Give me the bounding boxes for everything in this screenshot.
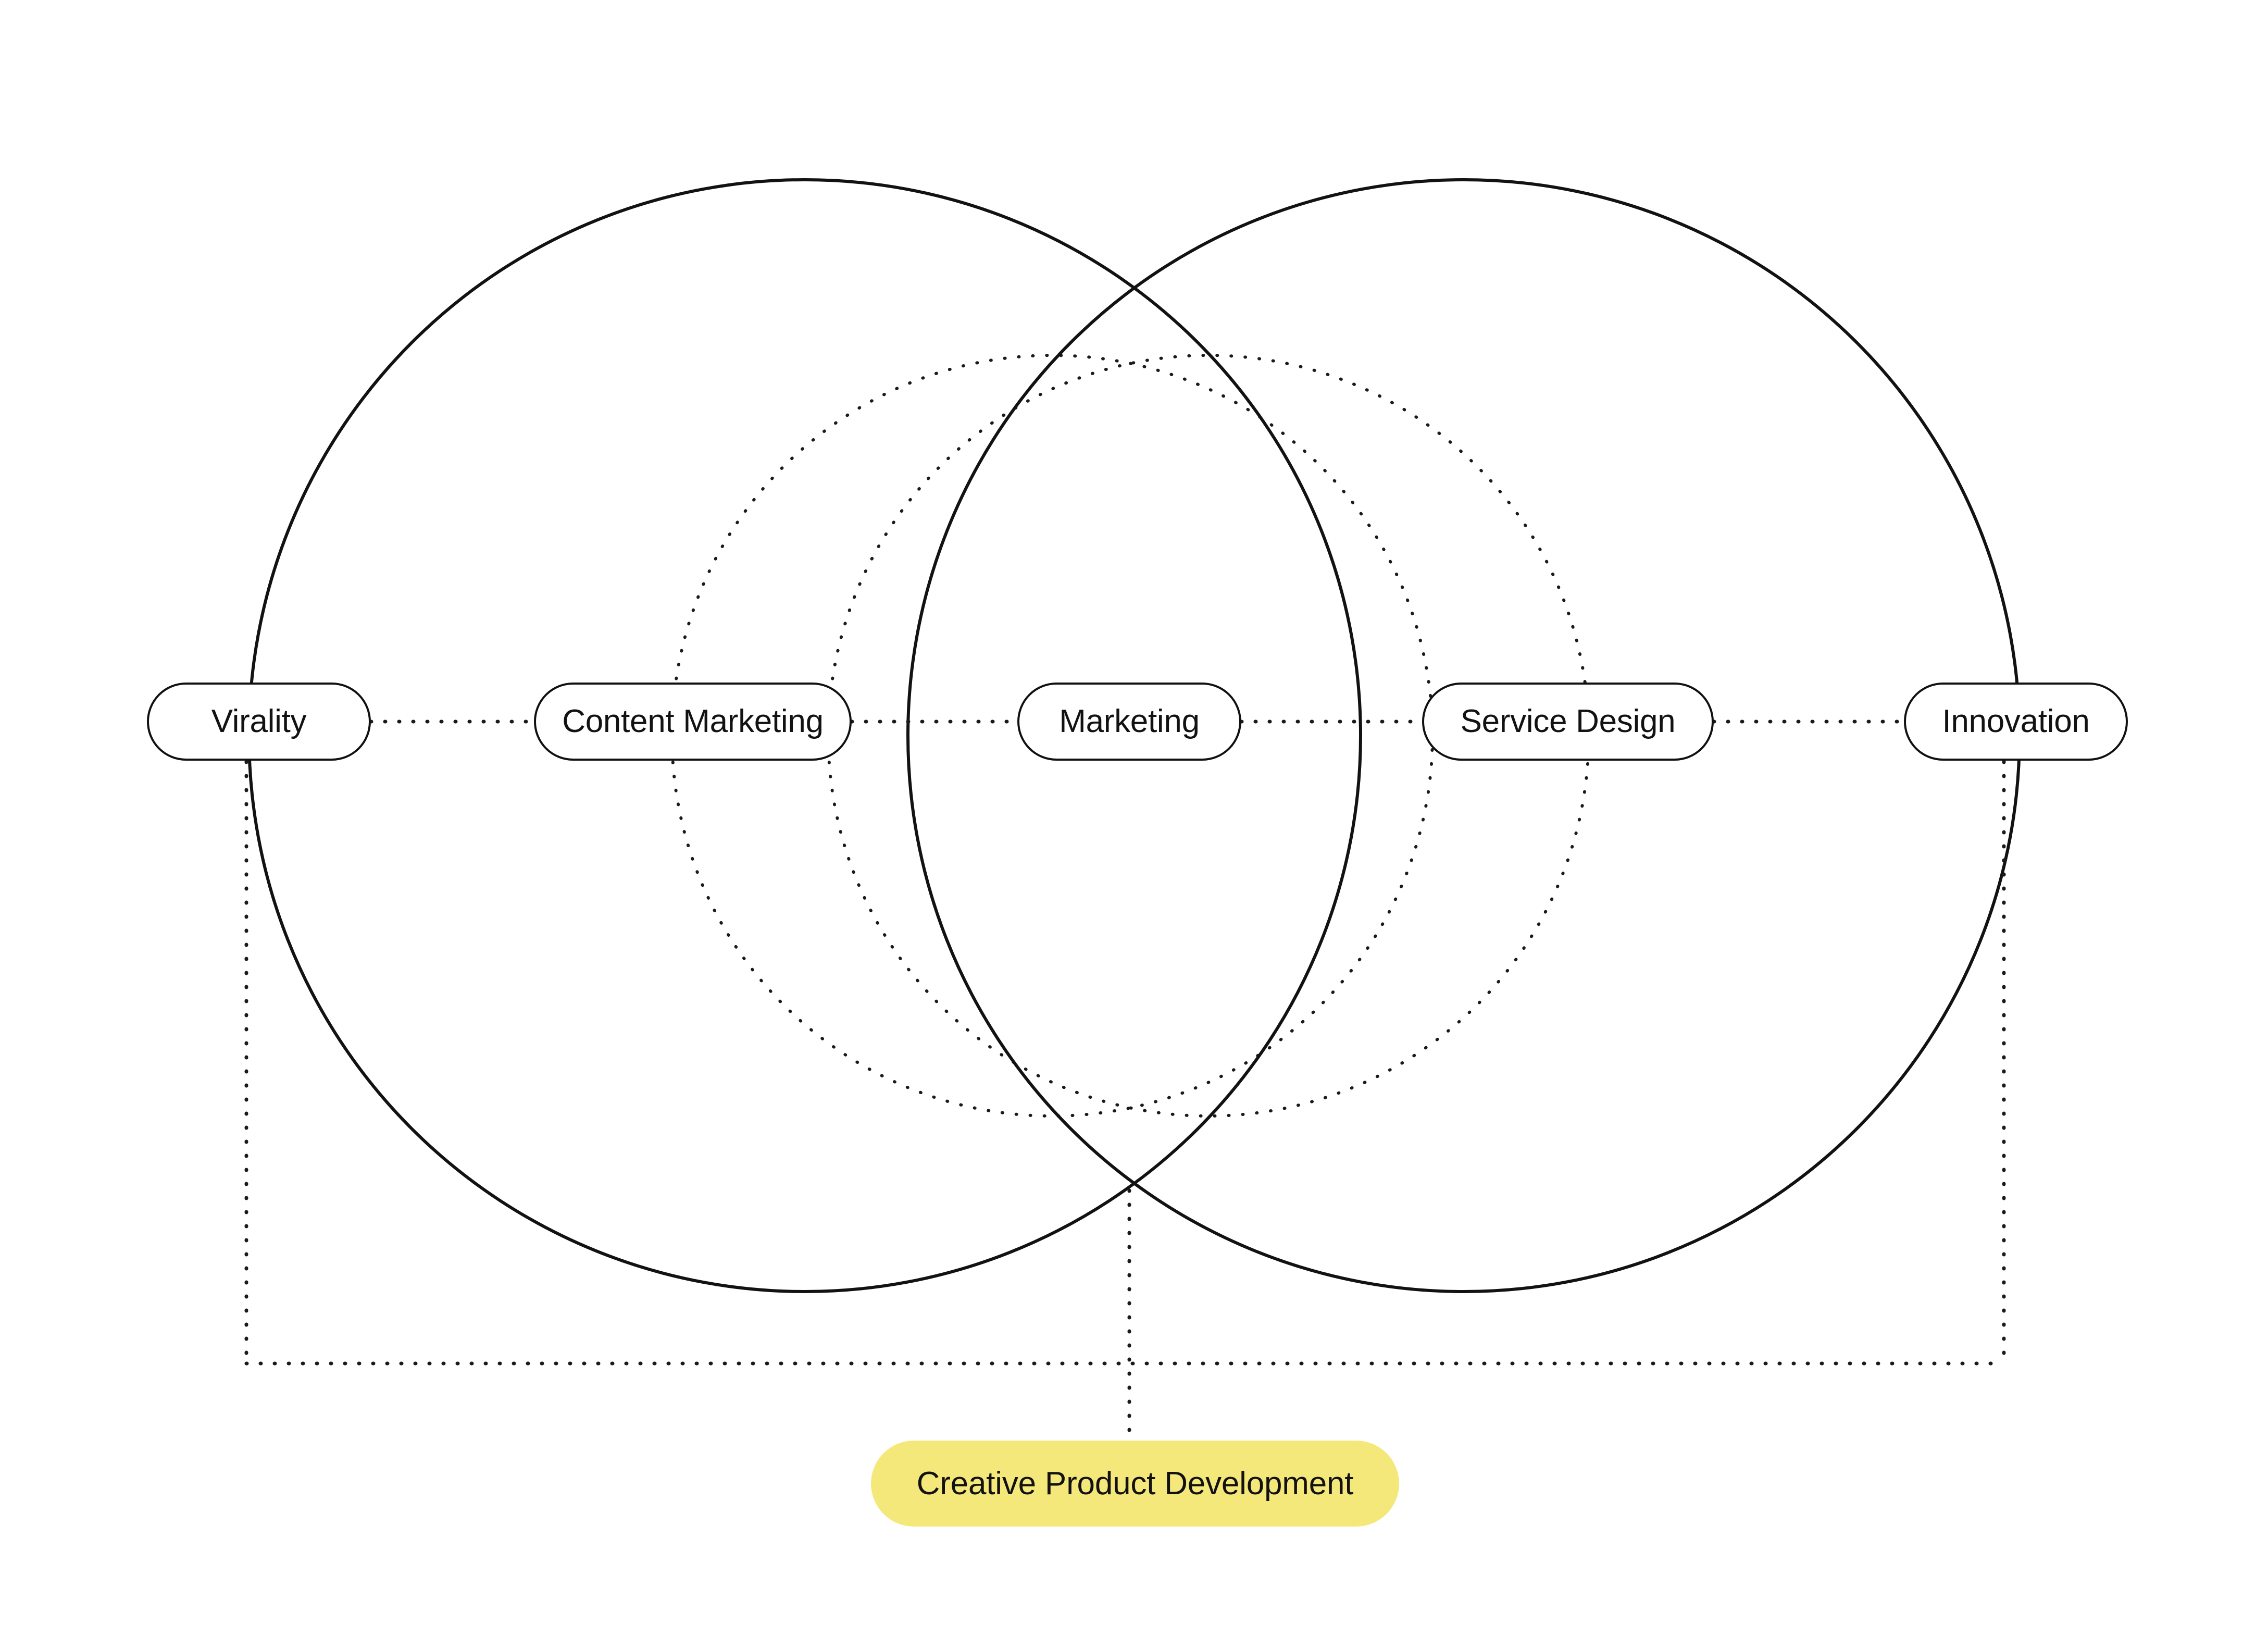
node-pill-virality[interactable]: Virality <box>147 683 371 761</box>
node-pill-marketing[interactable]: Marketing <box>1017 683 1241 761</box>
node-pill-content-marketing[interactable]: Content Marketing <box>534 683 852 761</box>
node-label-content-marketing: Content Marketing <box>562 703 824 739</box>
outcome-pill-creative-product-development[interactable]: Creative Product Development <box>871 1441 1399 1527</box>
node-pill-innovation[interactable]: Innovation <box>1904 683 2128 761</box>
node-label-service-design: Service Design <box>1460 703 1676 739</box>
node-pill-service-design[interactable]: Service Design <box>1422 683 1714 761</box>
node-label-marketing: Marketing <box>1059 703 1200 739</box>
outcome-label-creative-product-development: Creative Product Development <box>916 1465 1354 1502</box>
node-label-virality: Virality <box>211 703 307 739</box>
node-label-innovation: Innovation <box>1942 703 2090 739</box>
